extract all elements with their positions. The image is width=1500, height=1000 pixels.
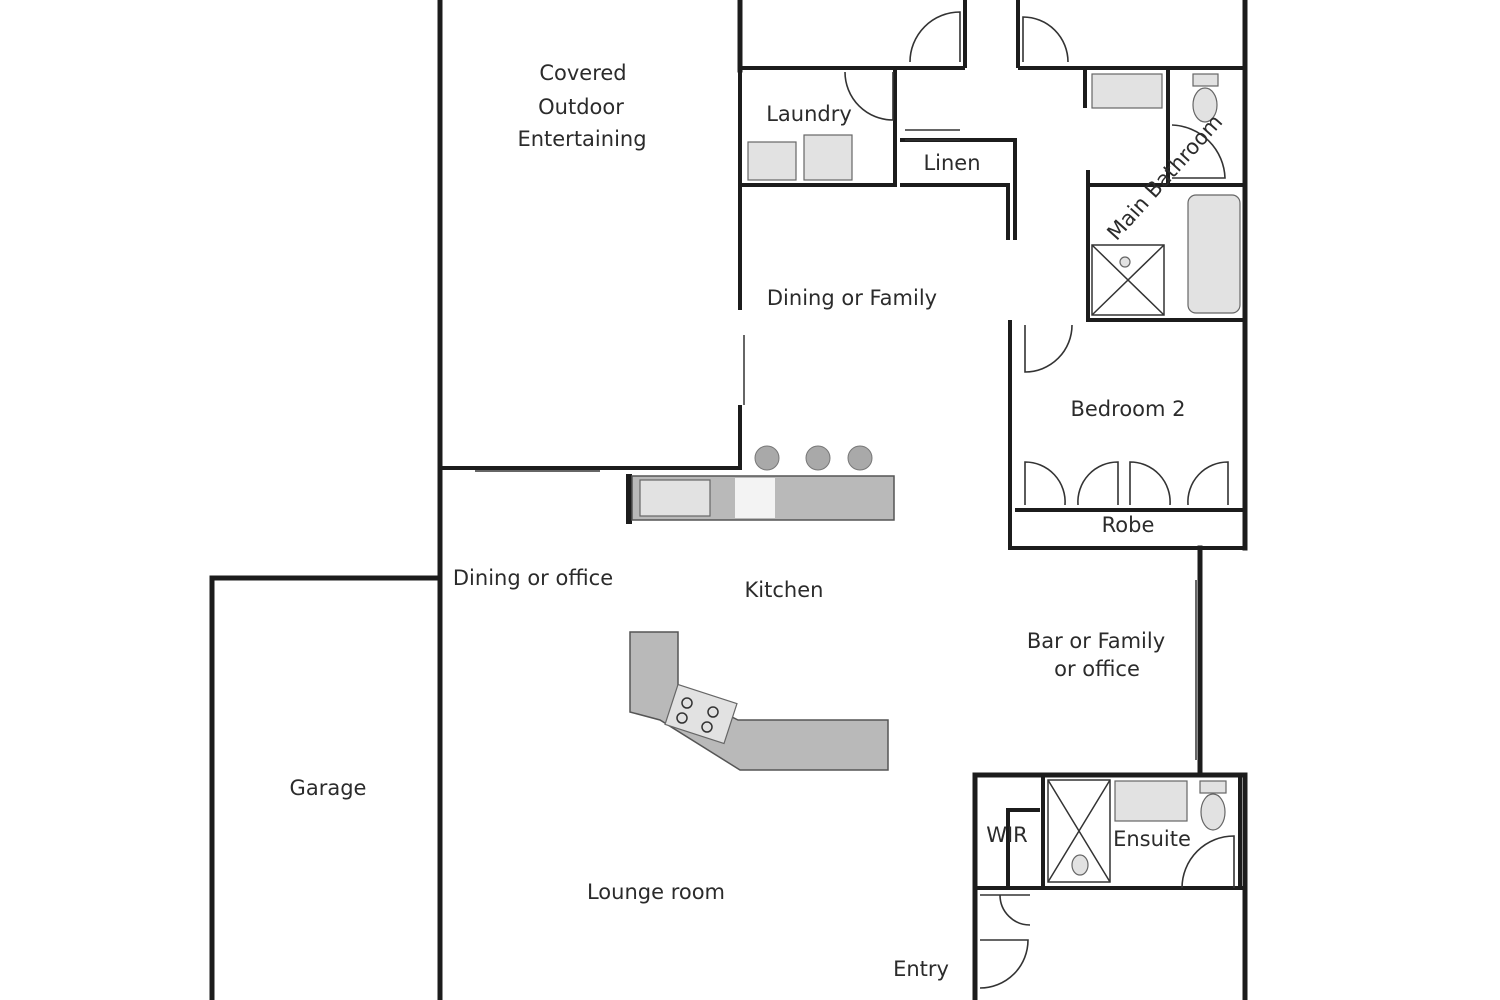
door-bedroom-top-right — [1022, 16, 1069, 63]
door-bedroom-top-left — [909, 11, 961, 63]
bathroom-vanity — [1091, 73, 1163, 109]
label-robe: Robe — [1102, 513, 1155, 537]
stool-3 — [847, 445, 873, 471]
door-linen — [905, 129, 960, 141]
washing-machine — [803, 134, 853, 181]
burner-2 — [707, 706, 719, 718]
ensuite-shower-cross — [1047, 779, 1111, 883]
label-dining-family: Dining or Family — [767, 286, 937, 310]
fixtures — [626, 73, 1241, 883]
label-bar-1: Bar or Family — [1027, 629, 1165, 653]
label-linen: Linen — [923, 151, 980, 175]
label-dining-office: Dining or office — [453, 566, 613, 590]
laundry-tub — [747, 141, 797, 181]
ensuite-shower — [1047, 779, 1111, 883]
kitchen-bench-gap — [735, 478, 775, 518]
bathroom-walls-2 — [1086, 170, 1245, 322]
door-bedroom2 — [1024, 324, 1073, 373]
shower-drain — [1119, 256, 1131, 268]
ensuite-toilet-cistern — [1199, 780, 1227, 794]
kitchen-island — [629, 631, 889, 771]
label-covered-1: Covered — [539, 61, 626, 85]
label-kitchen: Kitchen — [745, 578, 824, 602]
burner-3 — [676, 712, 688, 724]
linen-walls-2 — [900, 183, 1010, 240]
kitchen-bench-end — [626, 474, 632, 524]
door-robe-2 — [1077, 461, 1119, 506]
toilet-cistern — [1192, 73, 1219, 87]
door-robe-3 — [1129, 461, 1171, 506]
label-garage: Garage — [290, 776, 367, 800]
label-bedroom-2: Bedroom 2 — [1070, 397, 1185, 421]
stool-2 — [805, 445, 831, 471]
door-wir — [980, 894, 1031, 926]
walls — [209, 0, 1248, 1000]
room-labels: Covered Outdoor Entertaining Laundry Lin… — [290, 61, 1228, 981]
ensuite-drain — [1071, 854, 1089, 876]
cooktop — [664, 683, 738, 745]
shower-cross — [1091, 244, 1165, 316]
garage-walls — [209, 575, 443, 1000]
toilet-bowl — [1192, 87, 1218, 123]
label-covered-2: Outdoor — [538, 95, 624, 119]
label-wir: WIR — [986, 823, 1028, 847]
door-ensuite — [1181, 835, 1235, 889]
label-bar-2: or office — [1054, 657, 1140, 681]
wir-partition — [1006, 808, 1040, 888]
bathtub — [1187, 194, 1241, 314]
label-laundry: Laundry — [766, 102, 852, 126]
laundry-walls — [740, 68, 897, 187]
door-laundry — [844, 71, 894, 121]
ensuite-vanity — [1114, 780, 1188, 822]
label-entry: Entry — [893, 957, 949, 981]
door-toilet — [1171, 124, 1226, 179]
door-robe-4 — [1187, 461, 1229, 506]
kitchen-sink — [639, 479, 711, 517]
label-lounge: Lounge room — [587, 880, 725, 904]
ensuite-toilet — [1200, 793, 1226, 831]
door-robe-1 — [1024, 461, 1066, 506]
burner-4 — [701, 721, 713, 733]
burner-1 — [681, 697, 693, 709]
stool-1 — [754, 445, 780, 471]
label-ensuite: Ensuite — [1113, 827, 1191, 851]
door-entry — [979, 939, 1029, 989]
shower-base — [1091, 244, 1165, 316]
doors — [844, 11, 1235, 989]
label-covered-3: Entertaining — [517, 127, 646, 151]
bedroom2-walls — [1008, 320, 1245, 550]
